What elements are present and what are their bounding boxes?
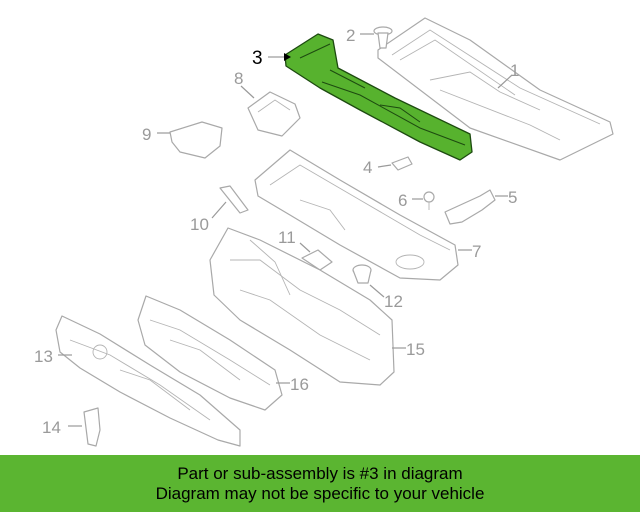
callout-9: 9 — [142, 125, 151, 144]
part-15-dash-panel — [209, 227, 395, 386]
callout-12: 12 — [384, 292, 403, 311]
part-12-grommet — [352, 264, 372, 284]
callout-10: 10 — [190, 215, 209, 234]
part-10-seal — [219, 185, 249, 214]
callout-7: 7 — [472, 242, 481, 261]
callout-11: 11 — [278, 228, 296, 247]
leader-8 — [240, 85, 255, 99]
parts-diagram: 1 2 3 4 5 6 7 8 — [34, 17, 614, 447]
callout-15: 15 — [406, 340, 425, 359]
part-8-cover — [247, 91, 301, 137]
callout-1: 1 — [510, 61, 519, 80]
callout-5: 5 — [508, 188, 517, 207]
part-1-cowl-panel — [377, 17, 614, 161]
part-4-clip — [391, 156, 413, 171]
part-14-bracket — [83, 407, 101, 447]
banner-line-1: Part or sub-assembly is #3 in diagram — [177, 463, 463, 483]
leader-1 — [497, 74, 513, 89]
banner-line-2: Diagram may not be specific to your vehi… — [155, 483, 485, 503]
part-6-bolt — [423, 191, 435, 210]
part-11-pad — [301, 249, 333, 271]
part-3-cowl-grille-highlighted — [284, 33, 473, 161]
part-2-clip — [373, 26, 393, 49]
part-13-insulator — [55, 315, 241, 447]
callout-8: 8 — [234, 69, 243, 88]
callout-13: 13 — [34, 347, 53, 366]
part-9-bracket — [169, 121, 223, 159]
info-banner: Part or sub-assembly is #3 in diagram Di… — [0, 455, 640, 512]
callout-16: 16 — [290, 375, 309, 394]
part-7-cowl-lower — [254, 149, 459, 281]
leader-4 — [377, 164, 392, 168]
callout-4: 4 — [363, 158, 372, 177]
callout-14: 14 — [42, 418, 61, 437]
callout-2: 2 — [346, 26, 355, 45]
arrow-3 — [284, 53, 291, 61]
leader-10 — [211, 201, 227, 219]
part-5-bracket — [444, 189, 496, 225]
leader-11 — [299, 242, 311, 253]
callout-3: 3 — [252, 48, 263, 69]
part-16-insulator — [137, 295, 283, 411]
callout-6: 6 — [398, 191, 407, 210]
leader-12 — [369, 284, 385, 298]
